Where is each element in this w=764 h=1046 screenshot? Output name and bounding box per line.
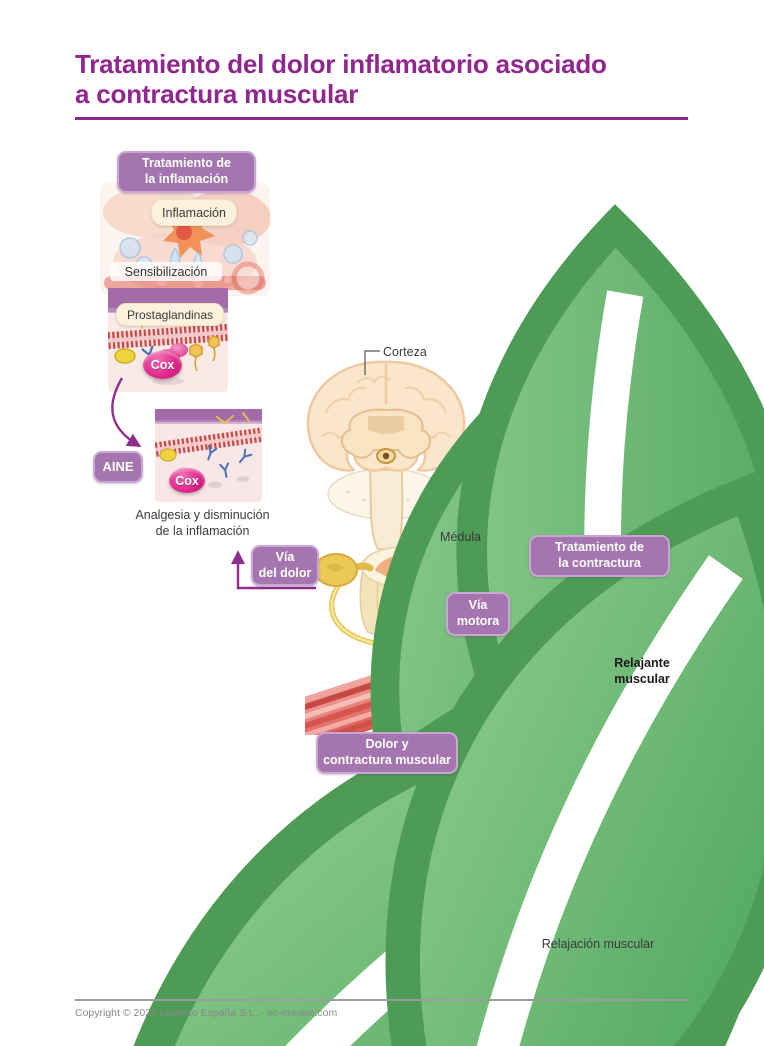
inflammation-header-line1: Tratamiento de bbox=[142, 156, 231, 171]
page-title-line1: Tratamiento del dolor inflamatorio asoci… bbox=[75, 49, 607, 79]
pain-pathway-line2: del dolor bbox=[258, 565, 312, 580]
page-title: Tratamiento del dolor inflamatorio asoci… bbox=[75, 49, 715, 109]
muscle-relaxant-label: Relajante muscular bbox=[603, 655, 681, 687]
analgesia-caption-line1: Analgesia y disminución bbox=[135, 508, 270, 522]
analgesia-result-caption: Analgesia y disminución de la inflamació… bbox=[120, 507, 285, 539]
inflammation-step-label: Inflamación bbox=[151, 199, 237, 226]
pain-contracture-line1: Dolor y bbox=[365, 737, 409, 752]
sensitization-step-label: Sensibilización bbox=[110, 262, 222, 281]
cox-enzyme-badge-1: Cox bbox=[143, 351, 182, 379]
contracted-sarcomere-illustration bbox=[533, 592, 668, 644]
cox-enzyme-badge-2: Cox bbox=[169, 468, 205, 493]
analgesia-caption-line2: de la inflamación bbox=[155, 524, 250, 538]
brain-illustration bbox=[298, 352, 478, 552]
aine-effect-membrane-illustration bbox=[155, 409, 262, 502]
prostaglandins-step-label: Prostaglandinas bbox=[116, 303, 224, 326]
muscle-relaxant-line1: Relajante bbox=[614, 656, 670, 670]
title-underline bbox=[75, 117, 688, 120]
inflammation-header-line2: la inflamación bbox=[144, 172, 229, 186]
aine-drug-label: AINE bbox=[93, 451, 143, 483]
muscle-cross-section-illustration bbox=[305, 630, 520, 735]
footer-divider bbox=[75, 999, 689, 1001]
motor-pathway-line1: Vía bbox=[468, 598, 488, 613]
contracture-header-line1: Tratamiento de bbox=[555, 540, 644, 555]
relaxation-result-caption: Relajación muscular bbox=[541, 937, 655, 951]
footer-copyright: Copyright © 2021 Licitelco España S.L. -… bbox=[75, 1007, 338, 1019]
pain-pathway-label: Vía del dolor bbox=[251, 545, 319, 586]
page-title-line2: a contractura muscular bbox=[75, 78, 359, 109]
contracture-treatment-header: Tratamiento de la contractura bbox=[529, 535, 670, 577]
inflammation-treatment-header: Tratamiento de la inflamación bbox=[117, 151, 256, 193]
contracture-header-line2: la contractura bbox=[558, 556, 641, 570]
pain-pathway-line1: Vía bbox=[275, 549, 295, 564]
cortex-label: Corteza bbox=[383, 345, 427, 359]
motor-pathway-line2: motora bbox=[456, 614, 500, 628]
spinal-cord-label: Médula bbox=[440, 530, 481, 544]
relaxed-sarcomere-illustration bbox=[532, 872, 674, 934]
muscle-relaxant-line2: muscular bbox=[614, 672, 670, 686]
pain-contracture-label: Dolor y contractura muscular bbox=[316, 732, 458, 774]
pain-contracture-line2: contractura muscular bbox=[323, 753, 451, 767]
muscle-synapse-illustration bbox=[527, 700, 667, 830]
motor-pathway-label: Vía motora bbox=[446, 592, 510, 636]
